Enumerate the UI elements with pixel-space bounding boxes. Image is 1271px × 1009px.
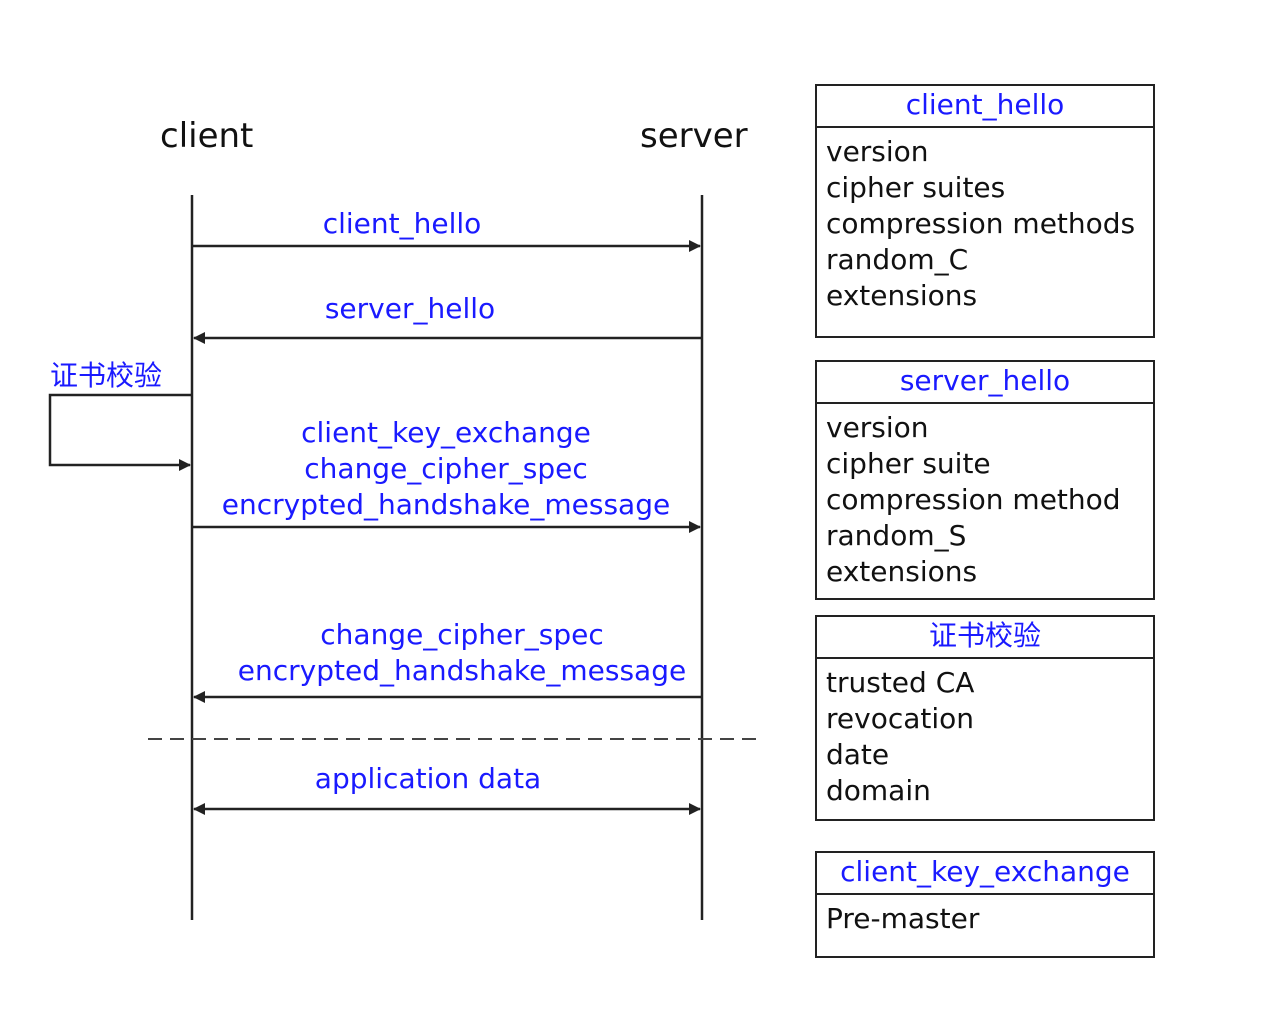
box-title: client_hello bbox=[817, 86, 1153, 128]
message-line: change_cipher_spec bbox=[320, 618, 604, 651]
box-title: client_key_exchange bbox=[817, 853, 1153, 895]
server-hello-label: server_hello bbox=[200, 291, 620, 327]
box-item: trusted CA bbox=[826, 666, 975, 699]
box-item: date bbox=[826, 738, 890, 771]
box-item: random_C bbox=[826, 243, 969, 276]
box-title: server_hello bbox=[817, 362, 1153, 404]
box-item: random_S bbox=[826, 519, 967, 552]
client-actor-label: client bbox=[160, 116, 254, 156]
application-data-label: application data bbox=[218, 761, 638, 797]
message-line: encrypted_handshake_message bbox=[221, 488, 671, 521]
message-line: client_hello bbox=[322, 207, 482, 240]
client-key-exchange-box: client_key_exchange Pre-master bbox=[815, 851, 1155, 958]
message-line: application data bbox=[314, 762, 542, 795]
certificate-check-box: 证书校验 trusted CA revocation date domain bbox=[815, 615, 1155, 821]
message-line: server_hello bbox=[324, 292, 496, 325]
server-hello-box: server_hello version cipher suite compre… bbox=[815, 360, 1155, 600]
box-item: version bbox=[826, 411, 929, 444]
box-title: 证书校验 bbox=[817, 617, 1153, 659]
box-body: version cipher suites compression method… bbox=[817, 128, 1153, 314]
box-item: compression method bbox=[826, 483, 1121, 516]
box-item: extensions bbox=[826, 279, 978, 312]
box-item: version bbox=[826, 135, 929, 168]
box-body: version cipher suite compression method … bbox=[817, 404, 1153, 590]
box-item: compression methods bbox=[826, 207, 1136, 240]
box-item: revocation bbox=[826, 702, 975, 735]
message-line: encrypted_handshake_message bbox=[237, 654, 687, 687]
client-hello-box: client_hello version cipher suites compr… bbox=[815, 84, 1155, 338]
box-item: cipher suites bbox=[826, 171, 1006, 204]
server-finished-label: change_cipher_spec encrypted_handshake_m… bbox=[212, 617, 712, 689]
box-item: domain bbox=[826, 774, 931, 807]
client-key-exchange-label: client_key_exchange change_cipher_spec e… bbox=[196, 415, 696, 523]
message-line: client_key_exchange bbox=[301, 416, 591, 449]
client-hello-label: client_hello bbox=[192, 206, 612, 242]
box-body: Pre-master bbox=[817, 895, 1153, 937]
message-line: change_cipher_spec bbox=[304, 452, 588, 485]
box-item: Pre-master bbox=[826, 902, 980, 935]
server-actor-label: server bbox=[640, 116, 748, 156]
certificate-check-label: 证书校验 bbox=[50, 359, 163, 392]
box-item: cipher suite bbox=[826, 447, 991, 480]
box-item: extensions bbox=[826, 555, 978, 588]
certificate-check-loop bbox=[48, 393, 192, 471]
box-body: trusted CA revocation date domain bbox=[817, 659, 1153, 809]
